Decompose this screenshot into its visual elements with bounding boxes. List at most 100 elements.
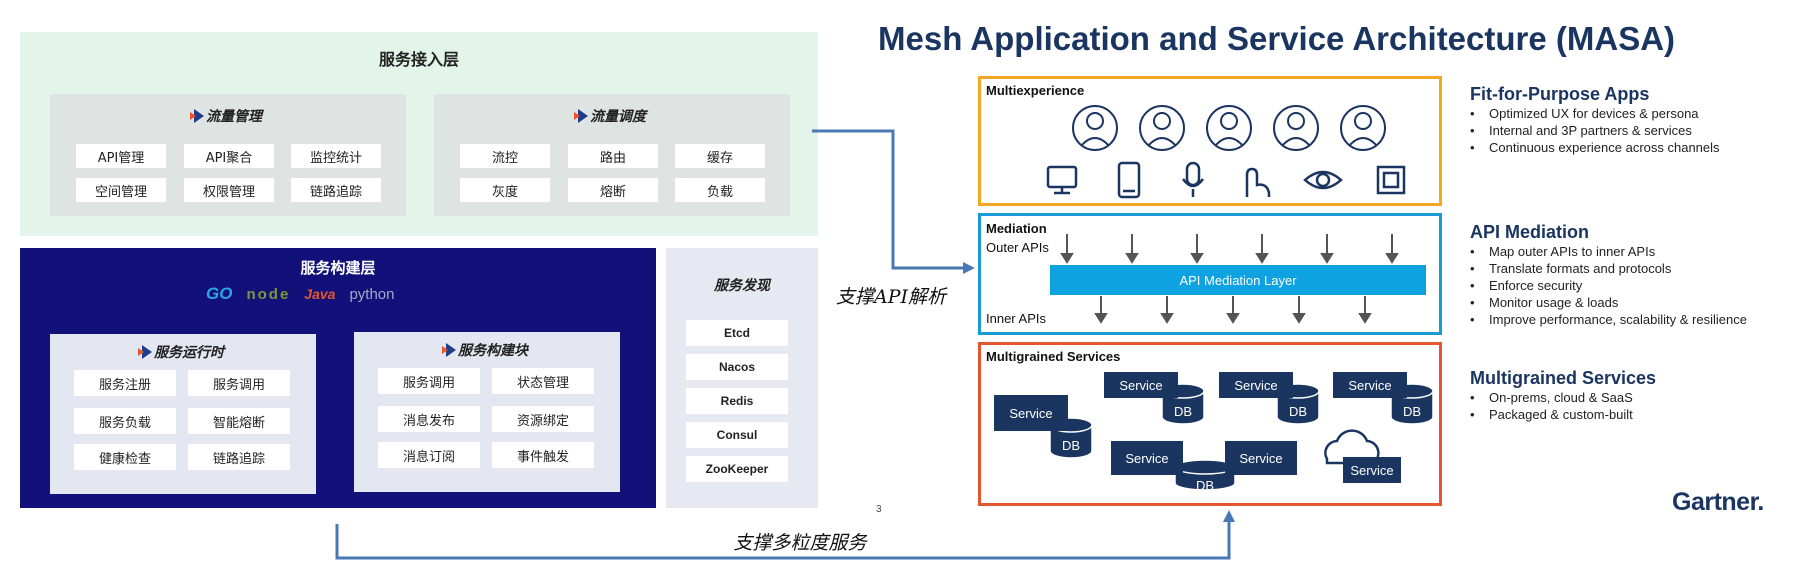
multigrained-bullet-1: • On-prems, cloud & SaaS bbox=[1470, 390, 1633, 405]
chip-monitoring: 监控统计 bbox=[291, 144, 381, 168]
chevron-logo-icon bbox=[138, 345, 152, 359]
build-layer-panel: 服务构建层 GO node Java python 服务运行时 服务注册 服务调… bbox=[20, 248, 656, 508]
multigrained-services-box: Multigrained Services Service DB Service… bbox=[978, 342, 1442, 506]
service-building-block-group: 服务构建块 服务调用 状态管理 消息发布 资源绑定 消息订阅 事件触发 bbox=[354, 332, 620, 492]
service-block-2: Service bbox=[1219, 372, 1293, 398]
chip-health-check: 健康检查 bbox=[74, 444, 176, 470]
chip-icon bbox=[1376, 165, 1406, 195]
service-discovery-panel: 服务发现 Etcd Nacos Redis Consul ZooKeeper bbox=[666, 248, 818, 508]
fit-for-purpose-heading: Fit-for-Purpose Apps bbox=[1470, 84, 1650, 104]
chip-service-invocation: 服务调用 bbox=[188, 370, 290, 396]
persona-avatar-icons bbox=[1072, 105, 1386, 151]
api-mediation-bullet-5: • Improve performance, scalability & res… bbox=[1470, 312, 1747, 327]
access-layer-panel: 服务接入层 流量管理 API管理 API聚合 监控统计 空间管理 权限管理 链路… bbox=[20, 32, 818, 236]
traffic-scheduling-group: 流量调度 流控 路由 缓存 灰度 熔断 负载 bbox=[434, 94, 790, 216]
device-icons bbox=[1046, 161, 1406, 199]
service-block-5: Service bbox=[1111, 441, 1183, 475]
chip-flow-control: 流控 bbox=[460, 144, 550, 168]
service-block-6: Service bbox=[1225, 441, 1297, 475]
chevron-logo-icon bbox=[190, 109, 204, 123]
chip-api-management: API管理 bbox=[76, 144, 166, 168]
chip-api-aggregation: API聚合 bbox=[184, 144, 274, 168]
multigrained-section: Multigrained Services • On-prems, cloud … bbox=[1470, 368, 1798, 428]
java-logo: Java bbox=[304, 286, 336, 302]
service-block-4: Service bbox=[994, 395, 1068, 431]
multigrained-bullet-2: • Packaged & custom-built bbox=[1470, 407, 1633, 422]
multiexperience-box: Multiexperience bbox=[978, 76, 1442, 206]
db-label-4: DB bbox=[1061, 437, 1081, 453]
masa-title: Mesh Application and Service Architectur… bbox=[878, 20, 1676, 57]
multigrained-services-label: Multigrained Services bbox=[986, 349, 1121, 364]
api-arrow-line bbox=[812, 129, 965, 270]
cloud-icon bbox=[1324, 429, 1380, 465]
inner-apis-label: Inner APIs bbox=[986, 311, 1046, 326]
api-mediation-bullet-4: • Monitor usage & loads bbox=[1470, 295, 1619, 310]
service-runtime-group: 服务运行时 服务注册 服务调用 服务负载 智能熔断 健康检查 链路追踪 bbox=[50, 334, 316, 494]
chip-block-invocation: 服务调用 bbox=[378, 368, 480, 394]
service-discovery-title: 服务发现 bbox=[714, 278, 770, 294]
service-runtime-title: 服务运行时 bbox=[154, 345, 224, 361]
chip-load: 负载 bbox=[675, 178, 765, 202]
chip-message-subscribe: 消息订阅 bbox=[378, 442, 480, 468]
chip-resource-binding: 资源绑定 bbox=[492, 406, 594, 432]
fit-for-purpose-section: Fit-for-Purpose Apps • Optimized UX for … bbox=[1470, 84, 1798, 164]
python-logo: python bbox=[349, 285, 395, 303]
mic-icon bbox=[1185, 161, 1201, 187]
db-label-1: DB bbox=[1173, 403, 1193, 419]
discovery-etcd: Etcd bbox=[686, 320, 788, 346]
db-label-3: DB bbox=[1402, 403, 1422, 419]
service-building-block-title: 服务构建块 bbox=[458, 343, 528, 359]
chip-service-load: 服务负载 bbox=[74, 408, 176, 434]
monitor-icon bbox=[1046, 165, 1078, 189]
build-layer-title: 服务构建层 bbox=[300, 258, 376, 277]
discovery-redis: Redis bbox=[686, 388, 788, 414]
mediation-box: Mediation Outer APIs API Mediation Layer… bbox=[978, 213, 1442, 335]
api-parse-label: 支撑API解析 bbox=[836, 286, 947, 308]
access-layer-title: 服务接入层 bbox=[378, 50, 459, 69]
api-arrow-head bbox=[963, 262, 975, 274]
chip-circuit-breaker: 熔断 bbox=[568, 178, 658, 202]
fit-for-purpose-bullet-2: • Internal and 3P partners & services bbox=[1470, 123, 1692, 138]
service-arrow-line bbox=[335, 520, 1231, 560]
go-logo: GO bbox=[206, 284, 233, 303]
api-flow-arrows bbox=[1060, 234, 1399, 324]
chip-event-trigger: 事件触发 bbox=[492, 442, 594, 468]
chevron-logo-icon bbox=[442, 343, 456, 357]
chip-state-management: 状态管理 bbox=[492, 368, 594, 394]
touch-icon bbox=[1245, 167, 1271, 197]
persona-avatars bbox=[1046, 105, 1406, 199]
chevron-logo-icon bbox=[574, 109, 588, 123]
service-block-1: Service bbox=[1104, 372, 1178, 398]
multigrained-heading: Multigrained Services bbox=[1470, 368, 1657, 388]
chip-gray-release: 灰度 bbox=[460, 178, 550, 202]
api-mediation-heading: API Mediation bbox=[1470, 222, 1590, 242]
discovery-nacos: Nacos bbox=[686, 354, 788, 380]
api-mediation-bullet-1: • Map outer APIs to inner APIs bbox=[1470, 244, 1656, 259]
fit-for-purpose-bullet-3: • Continuous experience across channels bbox=[1470, 140, 1720, 155]
service-block-3: Service bbox=[1333, 372, 1407, 398]
traffic-scheduling-title: 流量调度 bbox=[590, 109, 646, 125]
service-building-block-header: 服务构建块 bbox=[354, 340, 620, 360]
chip-cache: 缓存 bbox=[675, 144, 765, 168]
db-label-5: DB bbox=[1195, 477, 1215, 493]
traffic-scheduling-header: 流量调度 bbox=[434, 106, 790, 126]
fit-for-purpose-bullet-1: • Optimized UX for devices & persona bbox=[1470, 106, 1699, 121]
traffic-management-header: 流量管理 bbox=[50, 106, 406, 126]
api-mediation-bullet-3: • Enforce security bbox=[1470, 278, 1583, 293]
node-logo: node bbox=[246, 285, 291, 303]
page-number: 3 bbox=[876, 504, 882, 515]
gartner-logo: Gartner. bbox=[1672, 488, 1764, 516]
discovery-consul: Consul bbox=[686, 422, 788, 448]
db-label-2: DB bbox=[1288, 403, 1308, 419]
outer-apis-label: Outer APIs bbox=[986, 240, 1049, 255]
chip-tracing: 链路追踪 bbox=[291, 178, 381, 202]
service-arrow-head bbox=[1223, 510, 1235, 522]
chip-space-management: 空间管理 bbox=[76, 178, 166, 202]
mediation-label: Mediation bbox=[986, 221, 1047, 236]
api-mediation-section: API Mediation • Map outer APIs to inner … bbox=[1470, 222, 1798, 342]
chip-permission-management: 权限管理 bbox=[184, 178, 274, 202]
chip-smart-circuit-breaker: 智能熔断 bbox=[188, 408, 290, 434]
phone-icon bbox=[1117, 161, 1141, 199]
multigrained-support-label: 支撑多粒度服务 bbox=[733, 531, 867, 554]
